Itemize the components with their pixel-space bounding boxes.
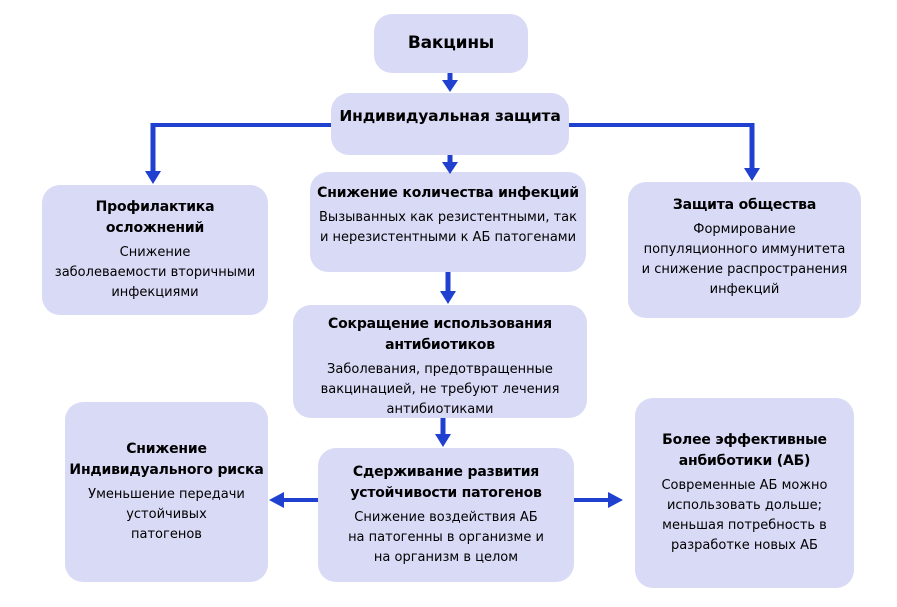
node-resistance-containment-title: Сдерживание развития устойчивости патоге… [350, 463, 542, 501]
node-individual-risk-reduction: Снижение Индивидуального риска Уменьшени… [65, 402, 268, 582]
node-complications-prevention-title: Профилактика осложнений [95, 199, 215, 236]
node-resistance-containment-body: Снижение воздействия АБ на патогенны в о… [348, 509, 544, 566]
node-individual-risk-reduction-body: Уменьшение передачи устойчивых патогенов [88, 486, 245, 543]
arrow-down-antibiotic-to-resistance [435, 418, 451, 447]
node-individual-risk-reduction-title: Снижение Индивидуального риска [69, 440, 264, 478]
node-society-protection-body: Формирование популяционного иммунитета и… [641, 222, 848, 298]
node-infection-reduction-title: Снижение количества инфекций [317, 185, 579, 201]
arrow-right-resistance-to-effective [574, 492, 623, 508]
node-vaccines-title: Вакцины [407, 32, 495, 53]
node-vaccines: Вакцины [374, 14, 528, 73]
arrow-elbow-individual-to-prevention [145, 123, 331, 184]
node-effective-antibiotics-title: Более эффективные анбиботики (АБ) [662, 431, 827, 469]
arrow-elbow-individual-to-society [569, 123, 760, 181]
node-society-protection-title: Защита общества [672, 197, 817, 213]
arrow-down-infection-to-antibiotic [440, 272, 456, 304]
node-complications-prevention-body: Снижение заболеваемости вторичными инфек… [54, 245, 256, 301]
node-antibiotic-use-reduction: Сокращение использования антибиотиков За… [293, 305, 587, 418]
node-infection-reduction-body: Вызыванных как резистентными, так и нере… [319, 210, 577, 246]
node-individual-protection: Индивидуальная защита [331, 93, 569, 155]
node-antibiotic-use-reduction-body: Заболевания, предотвращенные вакцинацией… [320, 362, 560, 418]
node-individual-protection-title: Индивидуальная защита [339, 107, 561, 125]
node-resistance-containment: Сдерживание развития устойчивости патоге… [318, 448, 574, 582]
arrow-left-resistance-to-risk [269, 492, 318, 508]
node-complications-prevention: Профилактика осложнений Снижение заболев… [42, 185, 268, 315]
node-infection-reduction: Снижение количества инфекций Вызыванных … [310, 172, 586, 272]
node-effective-antibiotics: Более эффективные анбиботики (АБ) Соврем… [635, 398, 854, 588]
node-effective-antibiotics-body: Современные АБ можно использовать дольше… [661, 477, 828, 554]
node-antibiotic-use-reduction-title: Сокращение использования антибиотиков [328, 316, 552, 353]
arrow-down-vaccines-to-individual [442, 73, 458, 92]
node-society-protection: Защита общества Формирование популяционн… [628, 182, 861, 318]
